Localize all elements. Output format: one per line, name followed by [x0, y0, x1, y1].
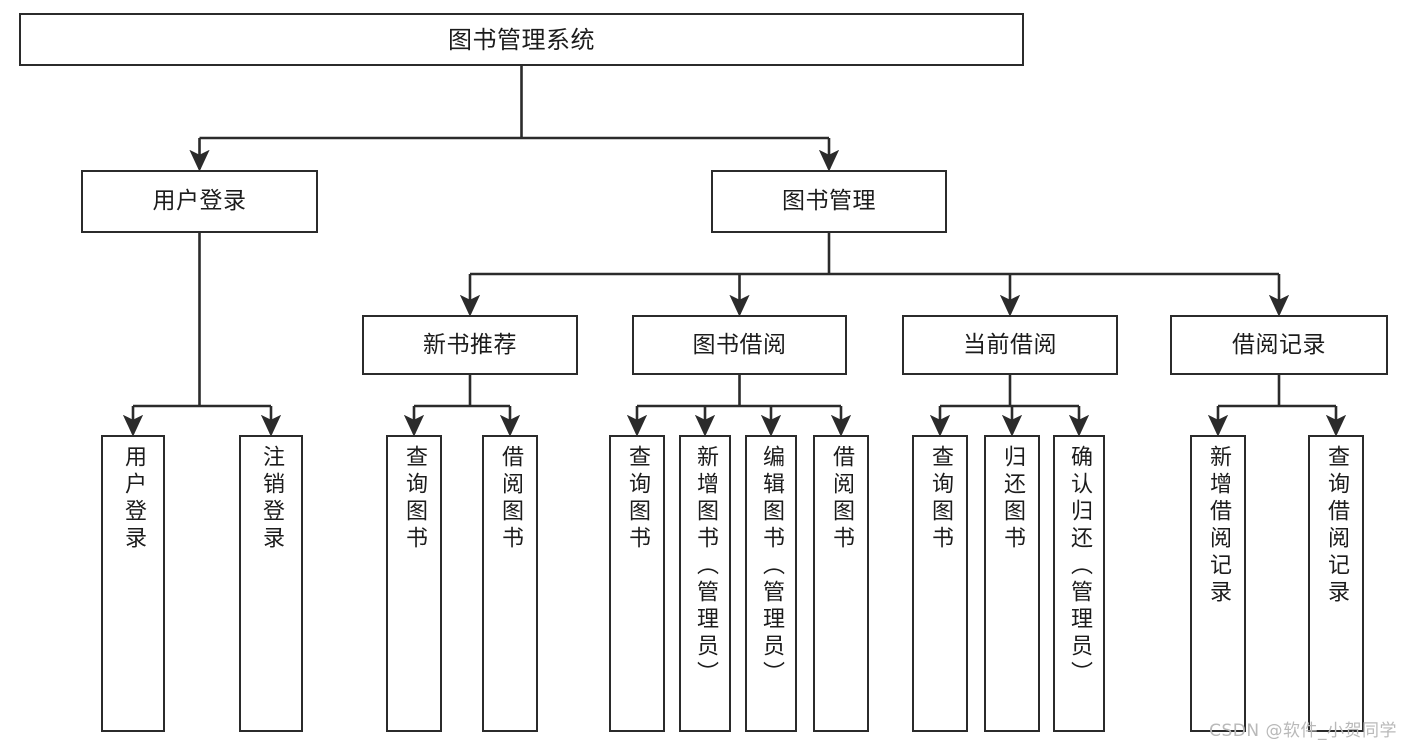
leaf-confirm-return-admin[interactable]: 确认归还（管理员） — [1053, 435, 1105, 732]
node-borrowing-records-label: 借阅记录 — [1232, 331, 1326, 358]
node-book-borrowing[interactable]: 图书借阅 — [632, 315, 847, 375]
leaf-borrow-book-b[interactable]: 借阅图书 — [813, 435, 869, 732]
leaf-query-book-b[interactable]: 查询图书 — [609, 435, 665, 732]
leaf-return-book[interactable]: 归还图书 — [984, 435, 1040, 732]
leaf-user-login-label: 用户登录 — [121, 445, 146, 553]
leaf-return-book-label: 归还图书 — [1000, 445, 1025, 553]
leaf-user-logout-label: 注销登录 — [259, 445, 284, 553]
node-book-management[interactable]: 图书管理 — [711, 170, 947, 233]
node-root[interactable]: 图书管理系统 — [19, 13, 1024, 66]
leaf-add-book-admin-label: 新增图书（管理员） — [693, 445, 718, 688]
leaf-add-borrow-record[interactable]: 新增借阅记录 — [1190, 435, 1246, 732]
node-user-login[interactable]: 用户登录 — [81, 170, 318, 233]
node-user-login-label: 用户登录 — [152, 188, 247, 215]
node-book-management-label: 图书管理 — [782, 188, 876, 215]
leaf-edit-book-admin[interactable]: 编辑图书（管理员） — [745, 435, 797, 732]
leaf-add-borrow-record-label: 新增借阅记录 — [1206, 445, 1231, 607]
leaf-query-book-a-label: 查询图书 — [402, 445, 427, 553]
leaf-borrow-book-a-label: 借阅图书 — [498, 445, 523, 553]
node-book-borrowing-label: 图书借阅 — [692, 331, 787, 358]
leaf-borrow-book-b-label: 借阅图书 — [829, 445, 854, 553]
leaf-add-book-admin[interactable]: 新增图书（管理员） — [679, 435, 731, 732]
leaf-confirm-return-admin-label: 确认归还（管理员） — [1067, 445, 1092, 688]
leaf-query-borrow-record[interactable]: 查询借阅记录 — [1308, 435, 1364, 732]
leaf-user-logout[interactable]: 注销登录 — [239, 435, 303, 732]
leaf-query-book-c[interactable]: 查询图书 — [912, 435, 968, 732]
node-current-borrowing[interactable]: 当前借阅 — [902, 315, 1118, 375]
node-new-book-recommendation[interactable]: 新书推荐 — [362, 315, 578, 375]
watermark: CSDN @软件_小贺同学 — [1209, 721, 1397, 741]
node-new-book-recommendation-label: 新书推荐 — [423, 331, 517, 358]
node-borrowing-records[interactable]: 借阅记录 — [1170, 315, 1388, 375]
leaf-edit-book-admin-label: 编辑图书（管理员） — [759, 445, 784, 688]
leaf-borrow-book-a[interactable]: 借阅图书 — [482, 435, 538, 732]
leaf-user-login[interactable]: 用户登录 — [101, 435, 165, 732]
leaf-query-book-a[interactable]: 查询图书 — [386, 435, 442, 732]
node-root-label: 图书管理系统 — [448, 25, 595, 54]
leaf-query-book-b-label: 查询图书 — [625, 445, 650, 553]
leaf-query-book-c-label: 查询图书 — [928, 445, 953, 553]
leaf-query-borrow-record-label: 查询借阅记录 — [1324, 445, 1349, 607]
node-current-borrowing-label: 当前借阅 — [963, 331, 1057, 358]
